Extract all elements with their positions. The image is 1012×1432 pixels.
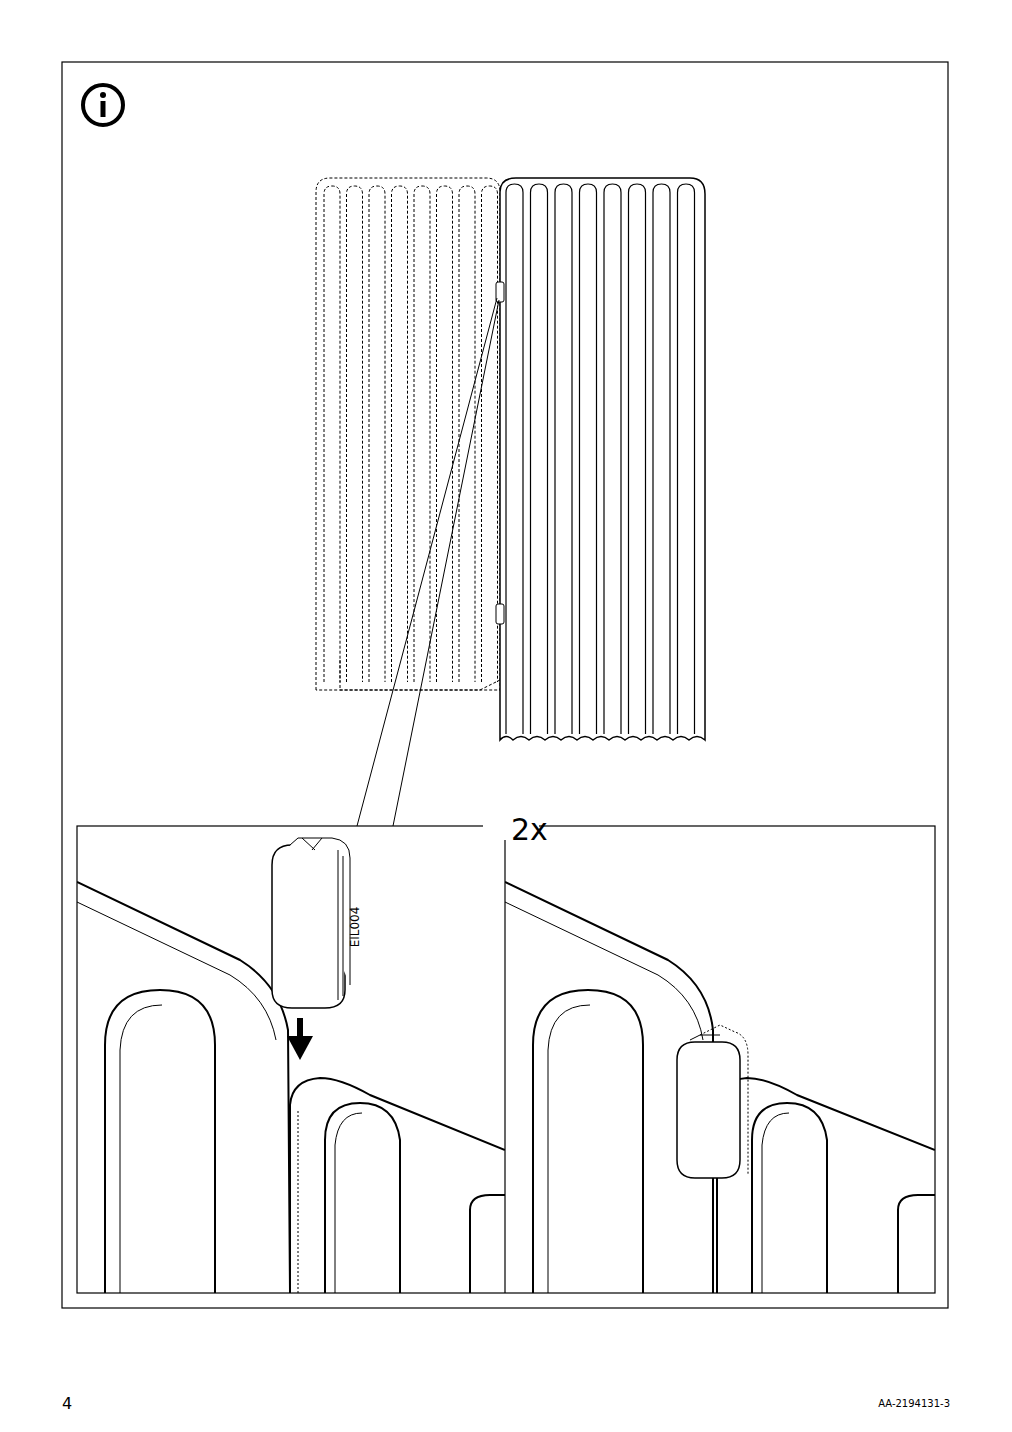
- groove: [414, 186, 430, 682]
- groove: [555, 184, 572, 734]
- detail-after: [505, 882, 935, 1293]
- part-number: EIL004: [349, 907, 361, 948]
- groove: [369, 186, 385, 682]
- groove: [437, 186, 453, 682]
- detail-divider: [504, 826, 505, 1293]
- frame: [62, 62, 948, 1308]
- detail-before: [77, 838, 505, 1293]
- groove: [580, 184, 597, 734]
- groove: [629, 184, 646, 734]
- groove: [482, 186, 498, 682]
- groove: [678, 184, 695, 734]
- page-number: 4: [62, 1396, 72, 1412]
- groove: [392, 186, 408, 682]
- groove: [506, 184, 523, 734]
- leader-line: [357, 298, 499, 826]
- groove: [531, 184, 548, 734]
- detail-frame: [77, 826, 935, 1293]
- groove: [324, 186, 340, 682]
- info-icon: [83, 85, 123, 125]
- quantity-label: 2x: [511, 815, 548, 845]
- groove: [347, 186, 363, 682]
- groove: [653, 184, 670, 734]
- document-code: AA-2194131-3: [878, 1399, 950, 1409]
- screen-panel: [496, 178, 705, 740]
- groove: [604, 184, 621, 734]
